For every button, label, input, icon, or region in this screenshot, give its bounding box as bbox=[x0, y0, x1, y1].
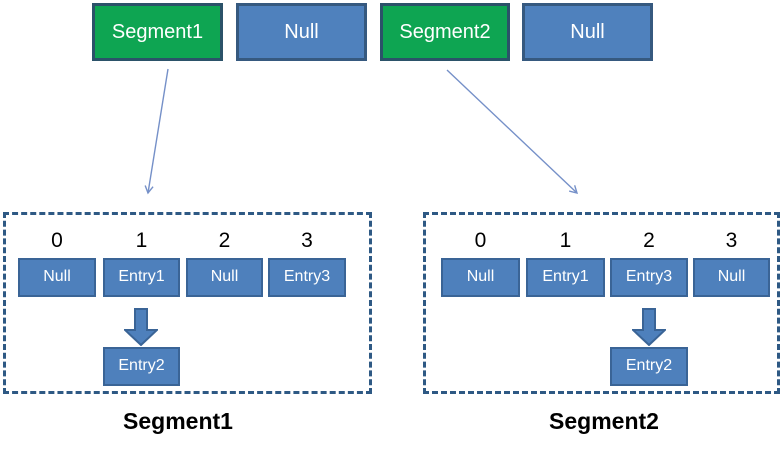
bucket-index: 0 bbox=[51, 229, 63, 252]
bucket-cell: Null bbox=[693, 258, 770, 297]
chain-down-block-arrow bbox=[632, 308, 666, 346]
chained-entry-cell: Entry2 bbox=[103, 347, 180, 386]
bucket-cell: Entry3 bbox=[610, 258, 688, 297]
bucket-index: 2 bbox=[218, 229, 231, 252]
bucket-cell: Entry1 bbox=[526, 258, 605, 297]
segment2-pointer-arrow bbox=[446, 69, 579, 194]
top-node-segment2: Segment2 bbox=[380, 3, 510, 61]
bucket-cell: Null bbox=[186, 258, 263, 297]
bucket-index: 1 bbox=[559, 229, 572, 252]
bucket-index: 3 bbox=[725, 229, 738, 252]
top-node-null-1: Null bbox=[236, 3, 367, 61]
bucket-cell: Entry1 bbox=[103, 258, 180, 297]
chained-entry-cell: Entry2 bbox=[610, 347, 688, 386]
bucket-index: 0 bbox=[474, 229, 487, 252]
top-node-null-2: Null bbox=[522, 3, 653, 61]
chain-down-block-arrow bbox=[124, 308, 158, 346]
segment1-bucket-panel: 0 1 2 3 Null Entry1 Null Entry3 Entry2 bbox=[3, 212, 372, 394]
segment1-pointer-arrow bbox=[144, 68, 169, 195]
bucket-index: 1 bbox=[135, 229, 148, 252]
bucket-cell: Entry3 bbox=[268, 258, 346, 297]
top-node-segment1: Segment1 bbox=[92, 3, 223, 61]
bucket-cell: Null bbox=[441, 258, 520, 297]
bucket-index: 3 bbox=[301, 229, 313, 252]
segment2-bucket-panel: 0 1 2 3 Null Entry1 Entry3 Null Entry2 bbox=[423, 212, 780, 394]
segment2-caption: Segment2 bbox=[549, 408, 659, 434]
segment1-caption: Segment1 bbox=[123, 408, 233, 434]
bucket-index: 2 bbox=[643, 229, 655, 252]
bucket-cell: Null bbox=[18, 258, 96, 297]
